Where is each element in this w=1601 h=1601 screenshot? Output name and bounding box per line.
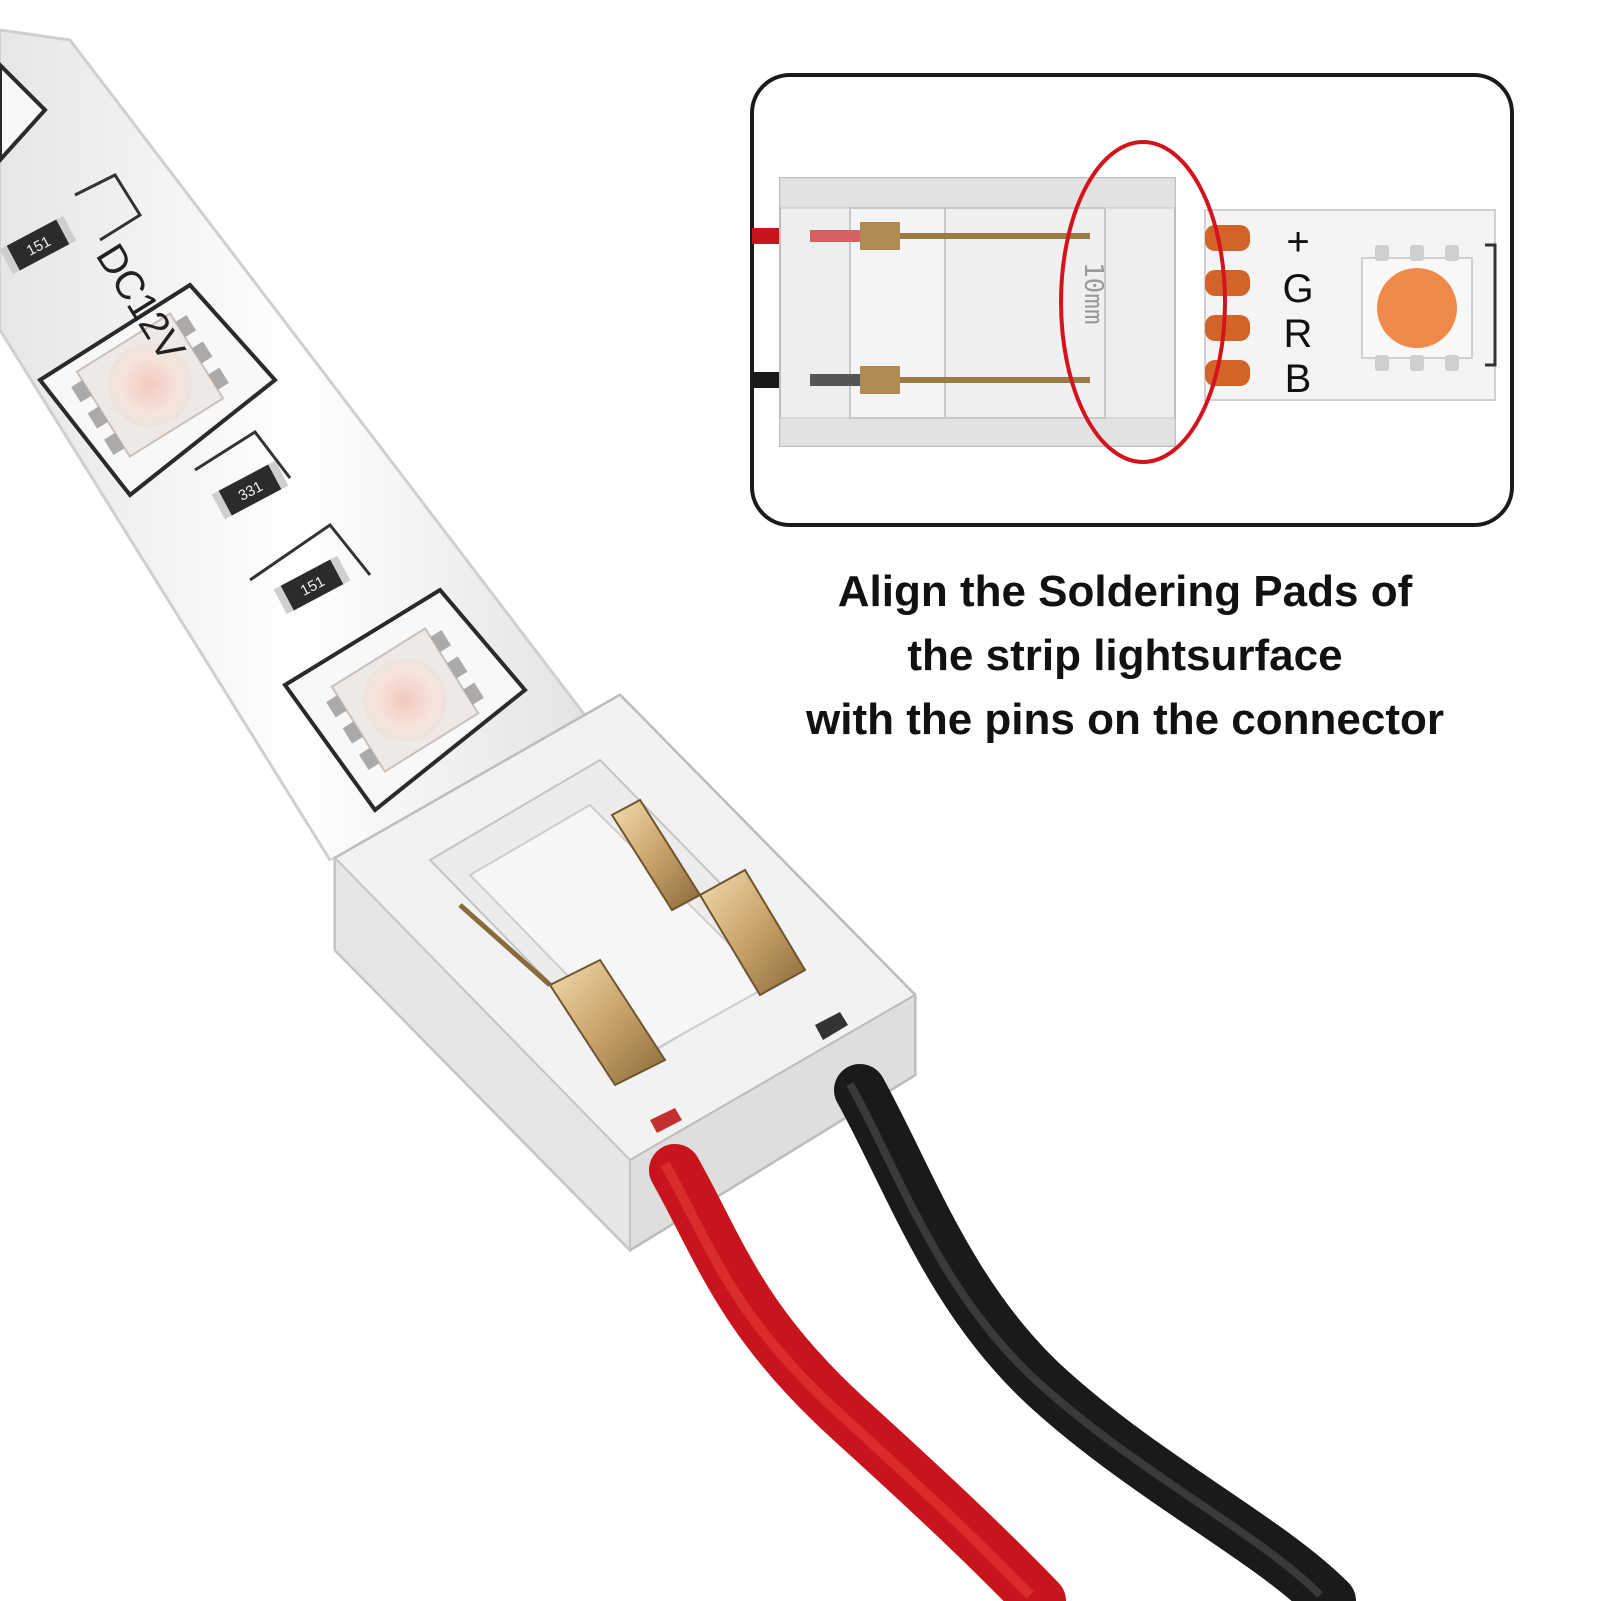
wire-pair-icon xyxy=(649,1064,1356,1601)
inset-pad-g xyxy=(1205,270,1250,296)
caption-line-1: Align the Soldering Pads of xyxy=(837,567,1413,616)
connector-gold-pin-1 xyxy=(458,903,667,1087)
inset-pad-label-plus: + xyxy=(1286,220,1309,264)
rgb-led-icon xyxy=(1361,243,1497,371)
led-strip-icon: 151 331 151 DC12V xyxy=(0,28,602,862)
instruction-caption: Align the Soldering Pads of the strip li… xyxy=(760,560,1490,752)
strip-led-1 xyxy=(37,282,278,498)
inset-detail-box: 10mm + G R B xyxy=(750,73,1514,527)
inset-pad-b xyxy=(1205,360,1250,386)
inset-pad-r xyxy=(1205,315,1250,341)
inset-pad-label-b: B xyxy=(1285,357,1312,401)
strip-resistor-1: 151 xyxy=(0,215,77,275)
connector-gold-pin-2 xyxy=(610,798,807,997)
caption-line-2: the strip lightsurface xyxy=(907,631,1343,680)
connector-icon xyxy=(333,693,917,1253)
inset-width-marking: 10mm xyxy=(1078,262,1108,325)
inset-pad-label-g: G xyxy=(1282,267,1313,311)
inset-highlight-circle xyxy=(1059,140,1227,464)
caption-line-3: with the pins on the connector xyxy=(806,695,1444,744)
inset-pad-label-r: R xyxy=(1284,312,1313,356)
inset-pad-plus xyxy=(1205,225,1250,251)
strip-led-2 xyxy=(282,587,528,813)
